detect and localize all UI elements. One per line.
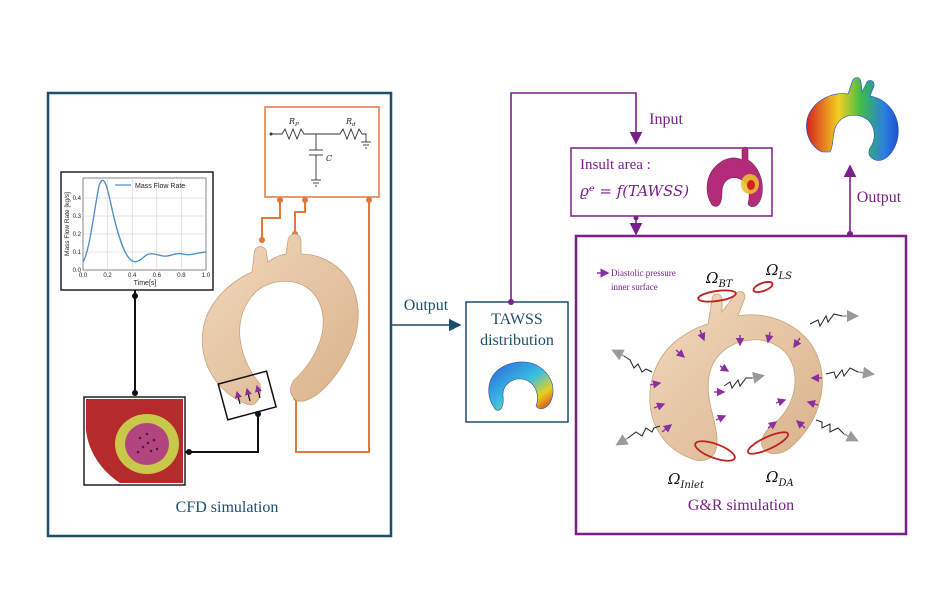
tawss-subtitle: distribution: [480, 332, 554, 349]
inlet-profile-box: [217, 370, 277, 421]
insult-formula: ϱᵉ = f(TAWSS): [580, 182, 689, 200]
cfd-panel: [46, 91, 393, 538]
pressure-arrows: [649, 329, 822, 433]
tawss-title: TAWSS: [491, 311, 543, 328]
x-tick: 0.4: [128, 273, 137, 279]
gr-legend-line2: inner surface: [611, 282, 658, 292]
y-tick: 0.2: [73, 232, 82, 238]
rp-label: RP: [288, 117, 299, 128]
spring-supports: [611, 310, 875, 446]
insult-model: [706, 146, 763, 207]
x-tick: 0.8: [177, 273, 186, 279]
y-tick: 0.0: [73, 268, 82, 274]
x-tick: 1.0: [202, 273, 211, 279]
input-label: Input: [649, 111, 683, 128]
plot-legend-label: Mass Flow Rate: [135, 183, 185, 190]
circuit-wiring: [261, 197, 370, 453]
input-arrow: [510, 92, 643, 302]
c-label: C: [326, 154, 332, 163]
output-label-cfd: Output: [404, 297, 449, 314]
x-tick: 0.6: [153, 273, 162, 279]
plot-ylabel: Mass Flow Rate [kg/s]: [64, 192, 71, 256]
insult-box: Insult area : ϱᵉ = f(TAWSS): [570, 146, 773, 217]
omega-inlet-label: ΩInlet: [667, 470, 705, 491]
inlet-cross-section: [83, 396, 186, 486]
gr-result-model: [806, 77, 899, 161]
tawss-box: TAWSS distribution: [465, 301, 569, 423]
omega-bt-label: ΩBT: [705, 269, 734, 290]
cfd-caption: CFD simulation: [176, 499, 279, 516]
y-tick: 0.1: [73, 250, 82, 256]
output-label-gr: Output: [857, 189, 902, 206]
tawss-model: [488, 361, 554, 411]
inlet-connector: [185, 414, 259, 453]
mass-flow-plot: Mass Flow Rate 0.0 0.2 0.4 0.6 0.8 1.0 0…: [60, 171, 214, 291]
omega-da-label: ΩDA: [765, 468, 794, 489]
x-tick: 0.0: [79, 273, 88, 279]
omega-ls-label: ΩLS: [765, 261, 792, 282]
rd-label: Rd: [345, 117, 356, 128]
aorta-cfd-model: [201, 233, 359, 406]
flow-series-line: [82, 179, 207, 263]
plot-xlabel: Time[s]: [134, 280, 157, 287]
gr-legend-line1: Diastolic pressure: [611, 268, 676, 278]
windkessel-circuit: RP Rd C: [264, 106, 380, 198]
x-tick: 0.2: [103, 273, 112, 279]
insult-title: Insult area :: [580, 157, 651, 173]
boundary-rings: [694, 281, 789, 462]
gr-caption: G&R simulation: [688, 497, 794, 514]
y-tick: 0.4: [73, 196, 82, 202]
aorta-gr-model: [649, 291, 823, 462]
gr-panel: [574, 234, 908, 536]
y-tick: 0.3: [73, 214, 82, 220]
